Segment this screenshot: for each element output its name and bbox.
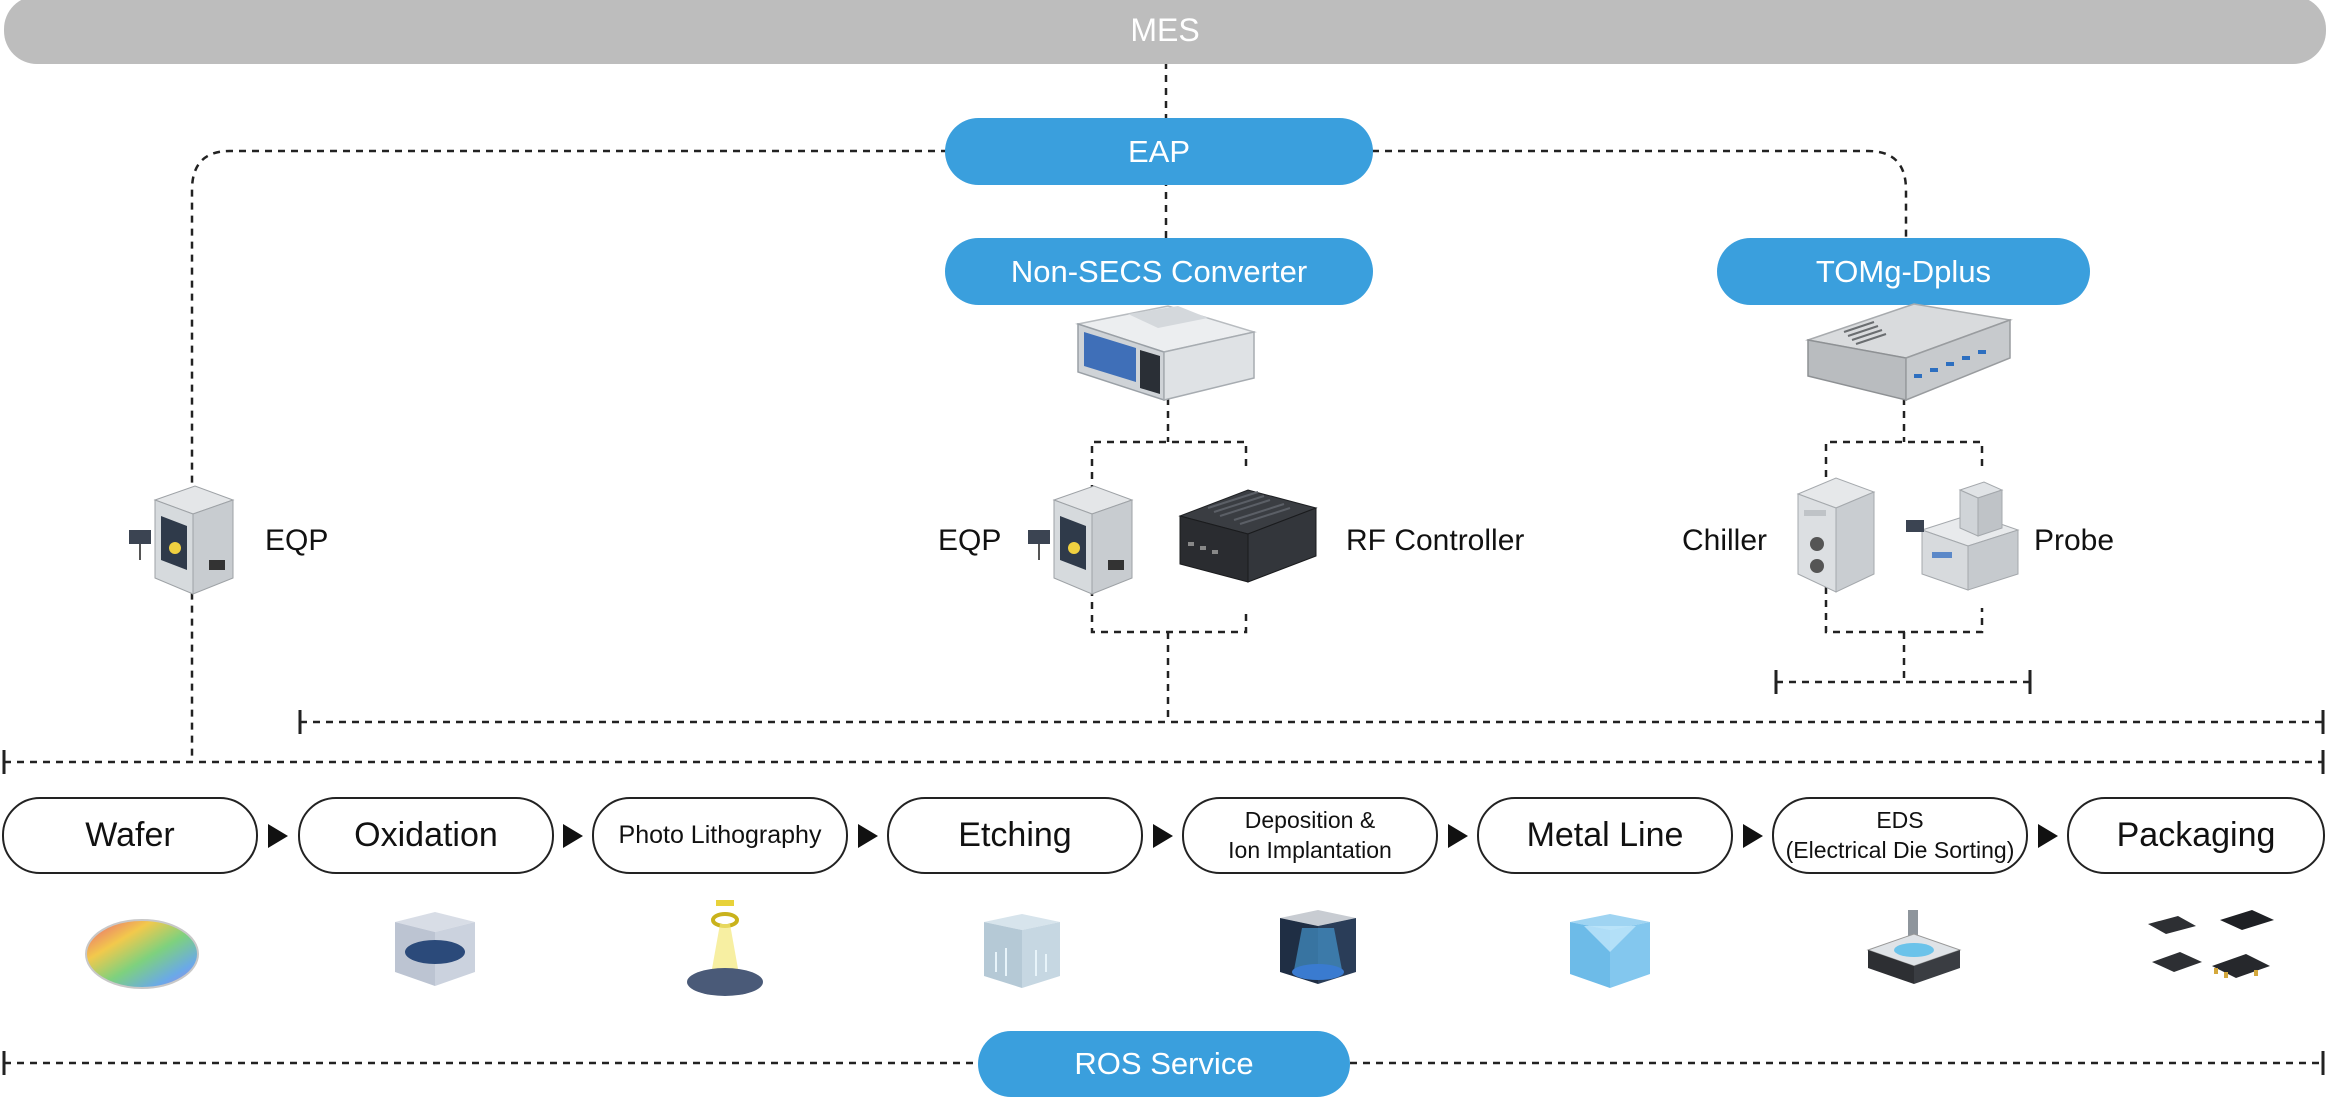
eds-icon [1866,910,1962,984]
process-arrows [268,824,2058,848]
ros-service-node: ROS Service [978,1031,1350,1097]
step-eds: EDS (Electrical Die Sorting) [1772,797,2028,874]
etching-icon [984,914,1060,988]
tomg-node: TOMg-Dplus [1717,238,2090,305]
rf-controller-icon [1178,489,1318,583]
ros-service-label: ROS Service [1074,1046,1254,1081]
packaging-icon [2148,910,2274,978]
tomg-device-icon [1805,303,2013,402]
converter-device-icon [1075,305,1257,402]
rf-controller-label: RF Controller [1346,524,1525,557]
wafer-icon [85,919,199,989]
eqp-mid-icon [1028,485,1134,595]
step-etching: Etching [887,797,1143,874]
oxidation-icon [395,912,475,986]
step-deposition: Deposition & Ion Implantation [1182,797,1438,874]
metal-line-icon [1570,914,1650,988]
step-oxidation: Oxidation [298,797,554,874]
step-metal-line: Metal Line [1477,797,1733,874]
arrow-3 [858,824,878,848]
arrow-6 [1743,824,1763,848]
eqp-mid-label: EQP [938,524,1002,557]
step-packaging: Packaging [2067,797,2325,874]
arrow-5 [1448,824,1468,848]
arrow-1 [268,824,288,848]
eqp-left-label: EQP [265,524,329,557]
eap-right-branch [1372,149,1908,240]
eap-left-branch [190,149,948,762]
converter-node: Non-SECS Converter [945,238,1373,305]
mes-label: MES [1130,11,1200,48]
eap-node: EAP [945,118,1373,185]
photo-lithography-icon [687,900,763,996]
arrow-7 [2038,824,2058,848]
arrow-2 [563,824,583,848]
mes-bar: MES [4,0,2326,64]
step-wafer: Wafer [2,797,258,874]
deposition-icon [1280,910,1356,984]
probe-label: Probe [2034,524,2115,557]
eap-label: EAP [1127,133,1191,169]
eqp-left-icon [129,485,235,595]
step-photo-lithography: Photo Lithography [592,797,848,874]
arrow-4 [1153,824,1173,848]
chiller-icon [1796,477,1876,593]
tomg-label: TOMg-Dplus [1815,253,1992,289]
probe-icon [1906,481,2020,591]
converter-label: Non-SECS Converter [1010,253,1308,289]
chiller-label: Chiller [1682,524,1768,557]
